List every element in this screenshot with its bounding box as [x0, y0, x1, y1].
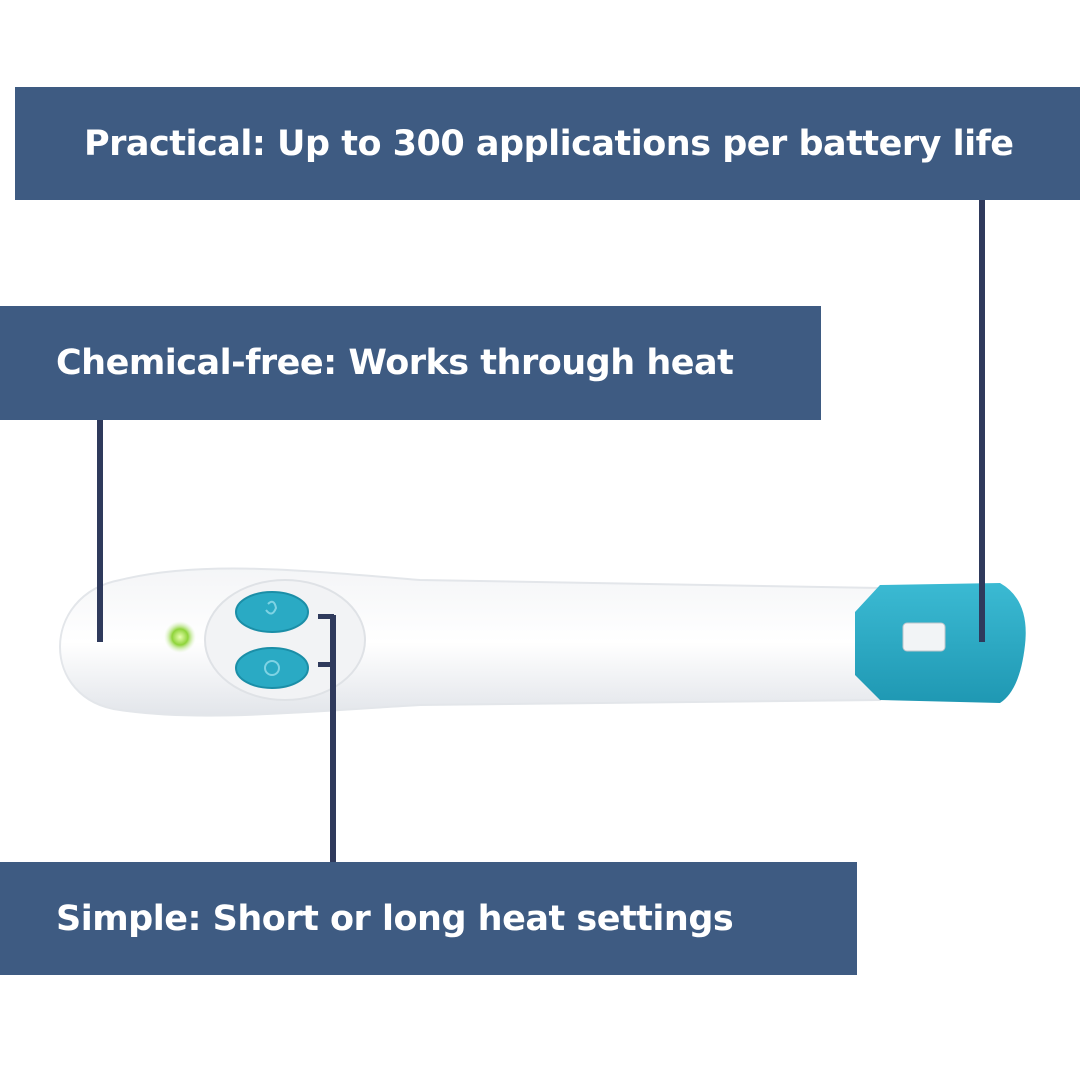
feature-banner-practical: Practical: Up to 300 applications per ba…: [15, 87, 1080, 200]
feature-simple-text: Simple: Short or long heat settings: [56, 898, 734, 939]
leader-line-chemical-free: [97, 420, 103, 642]
leader-tick-short-button: [318, 614, 334, 619]
leader-line-simple: [330, 615, 336, 862]
long-heat-button: [235, 647, 309, 689]
cap-window: [902, 622, 946, 652]
feature-practical-text: Practical: Up to 300 applications per ba…: [84, 123, 1014, 164]
led-indicator-icon: [164, 621, 196, 653]
leader-tick-long-button: [318, 662, 334, 667]
feature-banner-chemical-free: Chemical-free: Works through heat: [0, 306, 821, 420]
short-heat-button: [235, 591, 309, 633]
leader-line-practical: [979, 200, 985, 642]
feature-chemical-free-text: Chemical-free: Works through heat: [56, 343, 734, 383]
feature-banner-simple: Simple: Short or long heat settings: [0, 862, 857, 975]
